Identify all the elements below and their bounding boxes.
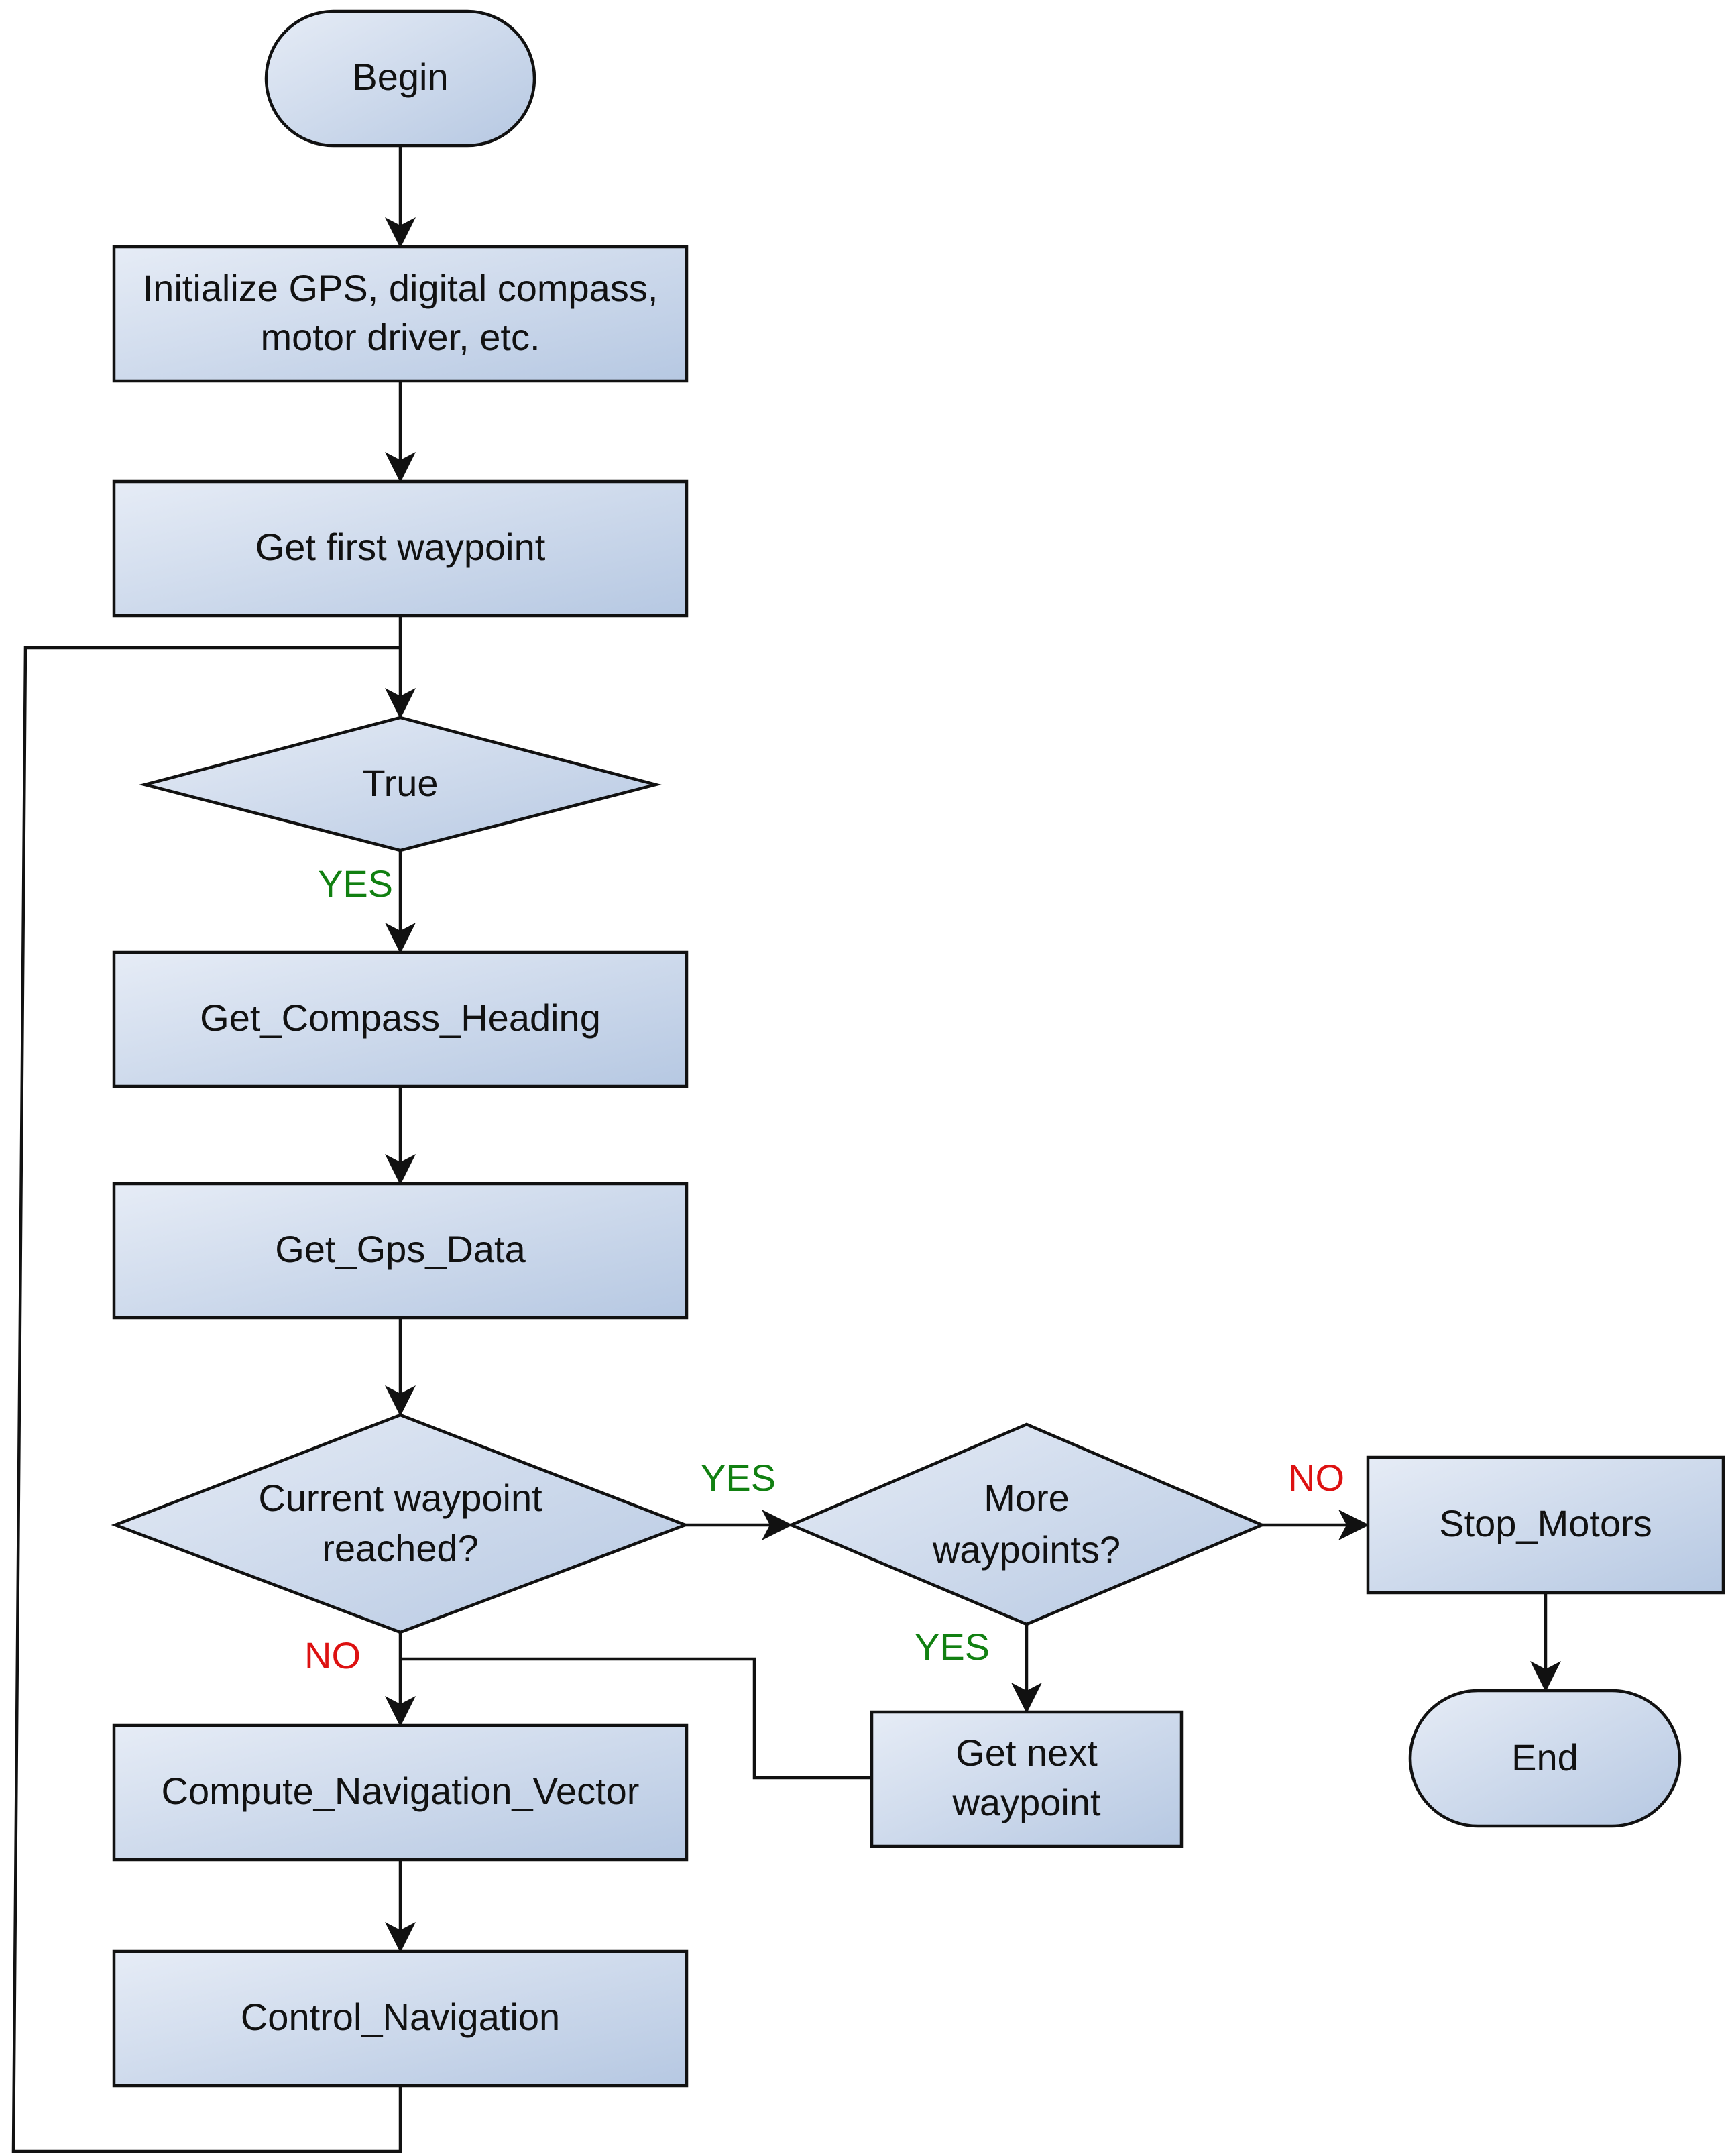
init-process xyxy=(112,245,689,383)
reached-decision xyxy=(111,1413,690,1634)
gps-process xyxy=(112,1182,689,1320)
end-label: End xyxy=(1511,1736,1578,1778)
compass-label: Get_Compass_Heading xyxy=(200,997,601,1039)
compute-label: Compute_Navigation_Vector xyxy=(162,1770,640,1812)
reached-yes-label: YES xyxy=(701,1457,776,1499)
more-yes-label: YES xyxy=(915,1626,990,1668)
begin-label: Begin xyxy=(352,56,448,98)
edge-next-back xyxy=(400,1657,872,1780)
init-label-line1: Initialize GPS, digital compass, xyxy=(143,267,658,309)
compass-process xyxy=(112,950,689,1088)
gps-label: Get_Gps_Data xyxy=(275,1228,526,1270)
stop-label: Stop_Motors xyxy=(1439,1502,1652,1544)
reached-label-line2: reached? xyxy=(322,1527,479,1569)
stop-process xyxy=(1366,1455,1725,1595)
more-no-label: NO xyxy=(1288,1457,1344,1499)
more-decision xyxy=(787,1422,1266,1626)
reached-no-label: NO xyxy=(304,1634,361,1677)
reached-label-line1: Current waypoint xyxy=(258,1477,542,1519)
true-decision xyxy=(139,716,662,852)
control-label: Control_Navigation xyxy=(241,1996,560,2038)
true-label: True xyxy=(362,762,438,804)
next-label-line2: waypoint xyxy=(952,1781,1100,1823)
next-label-line1: Get next xyxy=(956,1732,1098,1774)
first-waypoint-process xyxy=(112,479,689,618)
begin-terminal xyxy=(264,9,536,148)
first-waypoint-label: Get first waypoint xyxy=(255,526,546,568)
edge-loop-back xyxy=(11,646,402,2153)
more-label-line2: waypoints? xyxy=(932,1528,1120,1571)
next-waypoint-process xyxy=(870,1710,1184,1848)
true-yes-label: YES xyxy=(318,862,393,905)
compute-process xyxy=(112,1723,689,1862)
more-label-line1: More xyxy=(984,1477,1070,1519)
control-process xyxy=(112,1949,689,2088)
init-label-line2: motor driver, etc. xyxy=(260,316,540,358)
end-terminal xyxy=(1408,1689,1682,1828)
